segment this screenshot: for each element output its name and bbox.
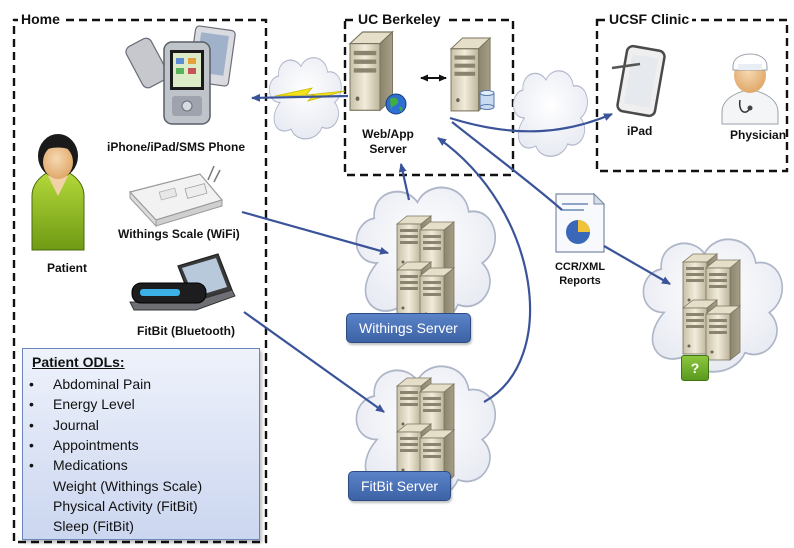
ccr-report-icon [555, 192, 606, 253]
home-zone-title: Home [18, 11, 63, 27]
server-label-line1: Web/App [362, 127, 414, 141]
fitbit-server-stack-icon [396, 377, 455, 485]
odl-item: Weight (Withings Scale) [29, 475, 202, 495]
withings-server-stack-icon [396, 215, 455, 323]
server-label-line2: Server [369, 142, 407, 156]
fitbit-label: FitBit (Bluetooth) [137, 324, 235, 338]
scale-label: Withings Scale (WiFi) [118, 227, 240, 241]
odl-item: Physical Activity (FitBit) [29, 496, 202, 516]
odl-item: Sleep (FitBit) [29, 516, 202, 536]
lightning-bolt-icon [274, 87, 346, 102]
odl-item-label: Medications [53, 457, 128, 474]
ipad-label: iPad [627, 124, 653, 138]
bullet-icon: • [29, 457, 34, 474]
withings-to-server-arrow [398, 163, 411, 201]
server-to-phone-arrow [251, 93, 349, 102]
globe-icon [385, 93, 407, 115]
fitbit-server-label: FitBit Server [348, 471, 452, 501]
home-zone-border [12, 18, 268, 544]
web-app-server-icon [349, 31, 394, 112]
odl-item-label: Sleep (FitBit) [53, 518, 134, 535]
bullet-icon: • [29, 437, 34, 454]
report-to-unknown-arrow [603, 245, 671, 285]
ucsf-link-cloud [512, 70, 589, 157]
patient-odls-title: Patient ODLs: [32, 354, 125, 370]
reports-label-line1: CCR/XML [554, 261, 606, 273]
server-to-report-line [451, 121, 563, 211]
withings-scale-icon [128, 165, 224, 228]
fitbit-laptop-icon [129, 253, 236, 311]
withings-server-label: Withings Server [346, 313, 471, 343]
unknown-server-stack-icon [682, 253, 741, 361]
odl-item-label: Abdominal Pain [53, 376, 152, 393]
berkeley-zone-title: UC Berkeley [355, 11, 444, 27]
odl-item-label: Appointments [53, 437, 139, 454]
bullet-icon: • [29, 376, 34, 393]
database-icon [479, 90, 495, 110]
patient-odls-panel: Patient ODLs: • Abdominal Pain • Energy Le… [22, 348, 260, 540]
odl-item: • Journal [29, 415, 202, 435]
odl-item: • Medications [29, 455, 202, 475]
physician-icon [721, 53, 779, 125]
patient-icon [31, 134, 85, 251]
reports-label-line2: Reports [559, 275, 601, 287]
patient-odls-list: • Abdominal Pain • Energy Level • Journal •… [29, 374, 202, 536]
fitbit-to-fitbit-server-arrow [243, 311, 385, 413]
odl-item: • Abdominal Pain [29, 374, 202, 394]
odl-item-label: Journal [53, 416, 99, 433]
fitbit-server-to-server-arrow [437, 137, 532, 403]
patient-label: Patient [47, 261, 88, 275]
odl-item-label: Physical Activity (FitBit) [53, 497, 198, 514]
physician-label: Physician [730, 128, 787, 142]
odl-item-label: Energy Level [53, 396, 135, 413]
ucsf-zone-title: UCSF Clinic [606, 11, 693, 27]
phone-label: iPhone/iPad/SMS Phone [107, 140, 246, 154]
bullet-icon: • [29, 416, 34, 433]
ipad-icon [611, 44, 666, 118]
phone-devices-icon [125, 25, 236, 125]
scale-to-withings-arrow [241, 210, 389, 255]
odl-item: • Appointments [29, 435, 202, 455]
unknown-server-badge: ? [681, 355, 709, 381]
server-to-ipad-arrow [449, 112, 613, 133]
odl-item-label: Weight (Withings Scale) [53, 477, 203, 494]
odl-item: • Energy Level [29, 394, 202, 414]
bullet-icon: • [29, 396, 34, 413]
